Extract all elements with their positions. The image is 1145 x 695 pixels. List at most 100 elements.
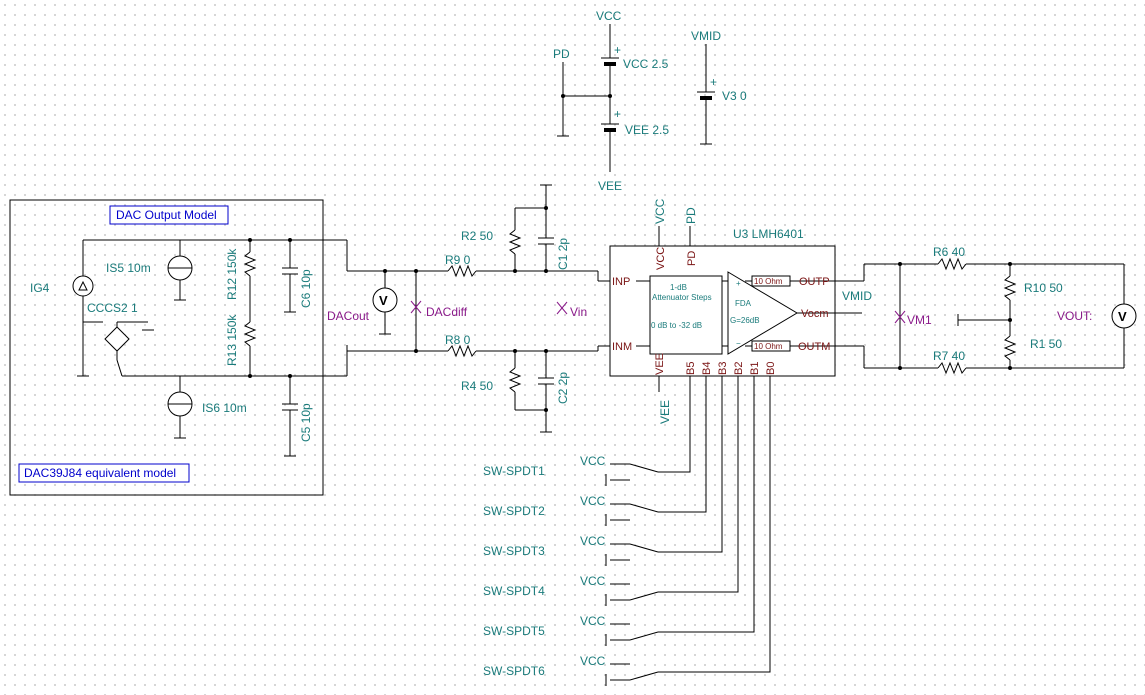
pin-outp: OUTP [799,276,830,288]
amp-title: U3 LMH6401 [733,227,804,241]
vcc-source-label: VCC 2.5 [623,57,669,71]
switch-2: SW-SPDT2 VCC [483,494,659,526]
vin-node: Vin [570,305,587,319]
vee-net-label: VEE [598,179,622,193]
c2-label: C2 2p [556,372,570,404]
r10-label: R10 50 [1024,281,1063,295]
fda-gain: G=26dB [730,316,760,325]
dac-model-footer: DAC39J84 equivalent model [24,466,176,480]
v3-source-label: V3 0 [722,89,747,103]
pin-inp: INP [612,276,630,288]
c1-label: C1 2p [556,238,570,270]
amp-pd-net: PD [684,207,698,224]
r10-resistor [1003,275,1017,301]
r4-label: R4 50 [461,379,493,393]
pin-vocm: Vocm [801,308,829,320]
r7-label: R7 40 [933,349,965,363]
r1-resistor [1003,335,1017,361]
svg-text:+: + [614,43,621,57]
pin-b5: B5 [685,362,697,375]
switch-label-6: SW-SPDT6 [483,664,545,678]
switch-label-4: SW-SPDT4 [483,584,545,598]
r12-resistor [243,251,257,277]
switch-vcc-2: VCC [580,494,606,508]
dac-footer-box [18,463,190,483]
r6-resistor [937,257,967,271]
pin-b1: B1 [749,362,761,375]
dac-model-section: DAC Output Model DAC39J84 equivalent mod… [9,199,348,496]
pin-b0: B0 [765,362,777,375]
r6-label: R6 40 [933,245,965,259]
pin-outm: OUTM [798,341,830,353]
pd-net-label: PD [553,47,570,61]
switch-vcc-6: VCC [580,654,606,668]
c6-label: C6 10p [299,269,313,308]
is5-label: IS5 10m [106,261,151,275]
r7-resistor [937,361,967,375]
vmid-output-label: VMID [842,289,872,303]
amp-vee-net: VEE [658,400,672,424]
svg-text:+: + [710,75,717,89]
meter-symbol: V [379,293,388,308]
switch-label-3: SW-SPDT3 [483,544,545,558]
switch-3: SW-SPDT3 VCC [483,534,659,566]
svg-text:+: + [614,107,621,121]
dacout-node: DACout [327,309,370,323]
r13-resistor [243,321,257,347]
att-line1: 1-dB [670,283,687,292]
switch-vcc-5: VCC [580,614,606,628]
pin-b3: B3 [717,362,729,375]
r2-resistor [508,229,522,255]
r8-label: R8 0 [445,333,471,347]
ig4-source [72,275,94,297]
switch-label-2: SW-SPDT2 [483,504,545,518]
meter-symbol: V [1118,309,1127,324]
interconnect-section: V DACout DACdiff R9 0 R8 0 R2 50 C1 2p [327,184,598,433]
switch-1: SW-SPDT1 VCC [483,454,659,486]
switch-4: SW-SPDT4 VCC [483,574,659,606]
output-section: R6 40 R7 40 VMID VM1 R10 50 R1 50 V [835,245,1137,375]
att-line3: 0 dB to -32 dB [651,321,702,330]
r12-label: R12 150k [225,248,239,300]
ig4-label: IG4 [30,281,50,295]
r9-label: R9 0 [445,253,471,267]
switch-section: SW-SPDT1 VCC SW-SPDT2 VCC SW-SPDT3 VCC S… [483,454,659,686]
pin-pd: PD [686,251,698,266]
switch-vcc-4: VCC [580,574,606,588]
r13-label: R13 150k [225,314,239,366]
pin-vcc: VCC [655,247,667,270]
fda-label: FDA [735,299,752,308]
r1-label: R1 50 [1030,337,1062,351]
amp-vcc-net: VCC [653,198,667,224]
pin-inm: INM [612,341,632,353]
att-line2: Attenuator Steps [652,293,712,302]
attenuator-block [649,275,723,355]
svg-text:−: − [736,339,741,348]
r9-resistor [447,264,477,278]
c5-label: C5 10p [299,403,313,442]
switch-5: SW-SPDT5 VCC [483,614,659,646]
amplifier-section: U3 LMH6401 INP INM 1-dB Attenuator Steps… [597,198,836,673]
switch-6: SW-SPDT6 VCC [483,654,659,686]
vcc-net-label: VCC [596,9,622,23]
vout-node: VOUT: [1057,309,1092,323]
vm1-node: VM1 [907,313,932,327]
vmid-net-label: VMID [691,29,721,43]
switch-label-5: SW-SPDT5 [483,624,545,638]
supply-section: VCC + VCC 2.5 PD + VEE 2.5 VEE VMID + V3… [553,9,747,193]
r-bot-label: 10 Ohm [754,342,783,351]
vee-source-label: VEE 2.5 [625,123,669,137]
dac-title-box [109,205,229,225]
pin-b2: B2 [733,362,745,375]
r8-resistor [447,344,477,358]
cccs2-source [104,326,130,352]
fda-triangle [727,271,798,355]
dacdiff-node: DACdiff [426,305,468,319]
switch-label-1: SW-SPDT1 [483,464,545,478]
cccs2-label: CCCS2 1 [87,301,138,315]
pin-b4: B4 [701,362,713,375]
dac-model-title: DAC Output Model [116,208,217,222]
dac-model-box [9,199,324,496]
is6-label: IS6 10m [202,401,247,415]
